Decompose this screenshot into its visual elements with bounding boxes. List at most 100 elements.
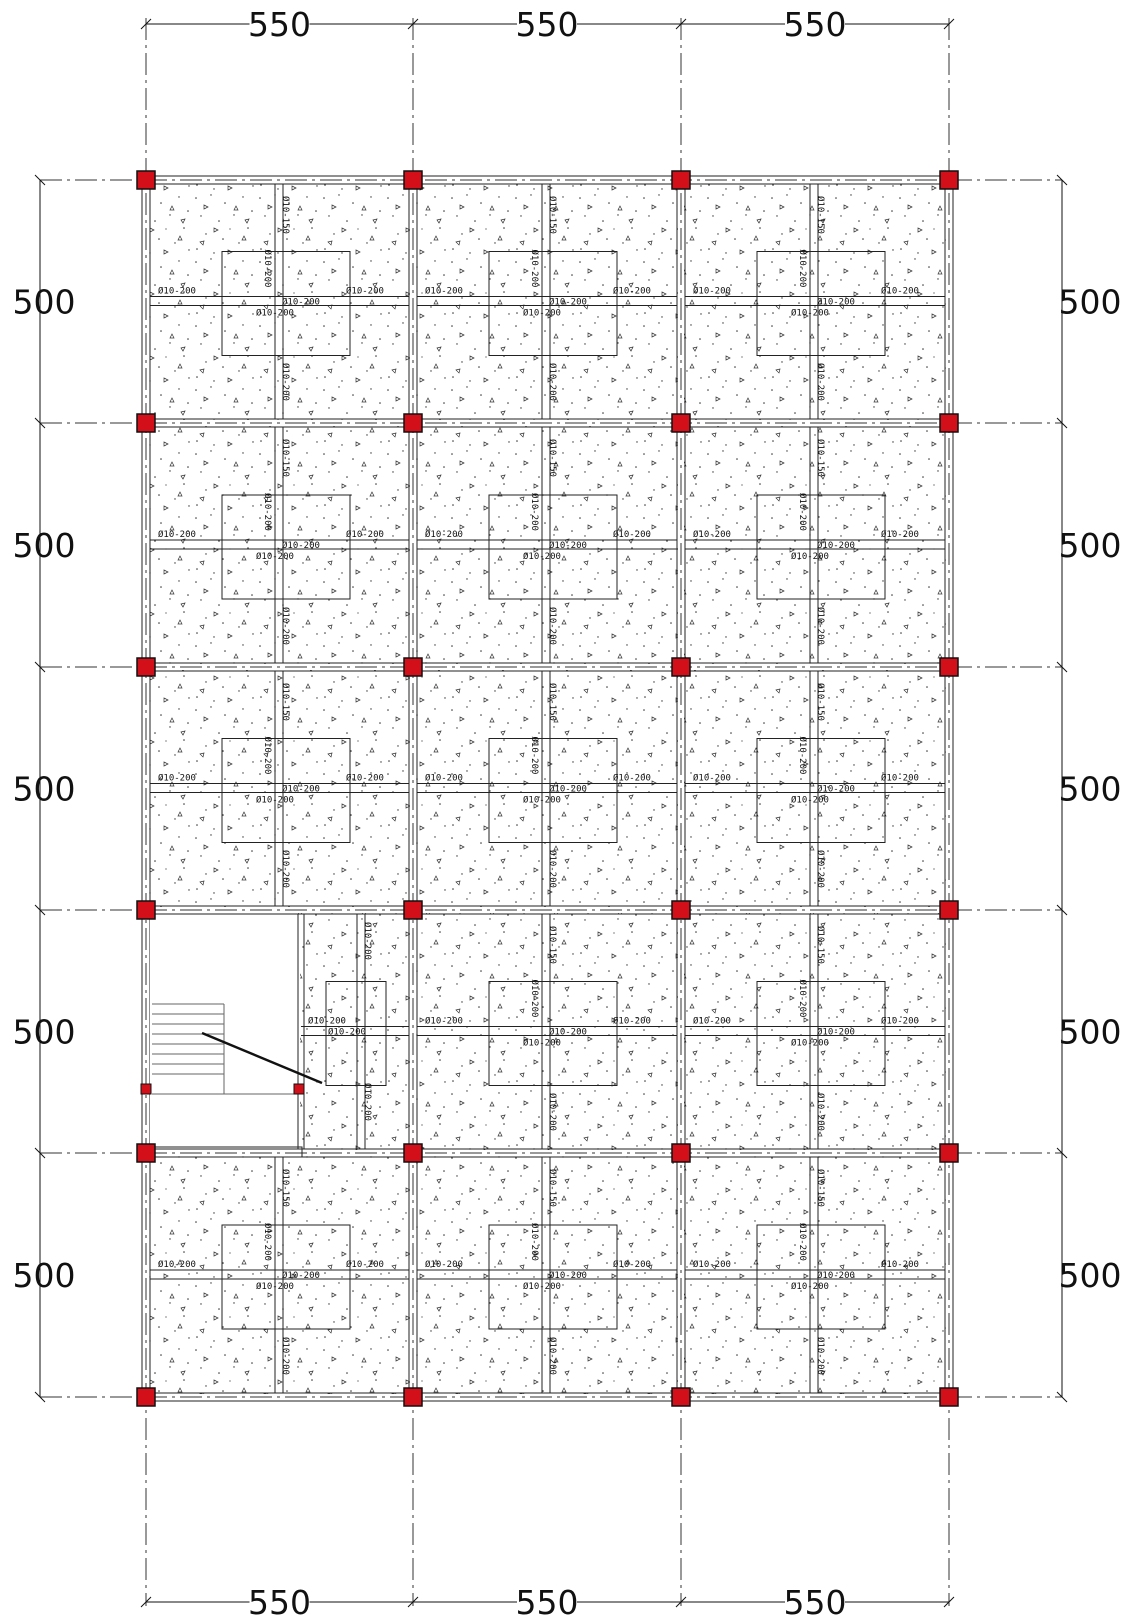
dimension-text: 550 bbox=[248, 5, 311, 44]
rebar-label: Ø10-200 bbox=[529, 980, 540, 1018]
rebar-label: Ø10-200 bbox=[547, 1093, 558, 1131]
stair-post bbox=[140, 1083, 152, 1095]
rebar-label: Ø10-200 bbox=[529, 493, 540, 531]
column bbox=[671, 900, 691, 920]
rebar-label: Ø10-150 bbox=[547, 439, 558, 477]
rebar-label: Ø10-200 bbox=[613, 1016, 651, 1027]
rebar-label: Ø10-200 bbox=[881, 1016, 919, 1027]
rebar-label: Ø10-150 bbox=[547, 196, 558, 234]
drop-panel bbox=[756, 494, 886, 600]
rebar-label: Ø10-200 bbox=[425, 1259, 463, 1270]
rebar-label: Ø10-200 bbox=[815, 607, 826, 645]
dimension-tick bbox=[675, 18, 687, 30]
rebar-label: Ø10-150 bbox=[815, 683, 826, 721]
dimension-text-mask bbox=[785, 1582, 845, 1612]
drop-panel bbox=[221, 251, 351, 356]
rebar-panel: Ø10-200Ø10-200Ø10-200Ø10-200Ø10-150Ø10-2… bbox=[417, 427, 677, 663]
column bbox=[671, 1143, 691, 1163]
dimension-text: 500 bbox=[13, 526, 76, 565]
rebar-label: Ø10-200 bbox=[362, 922, 373, 960]
rebar-label: Ø10-150 bbox=[547, 1169, 558, 1207]
rebar-label: Ø10-200 bbox=[613, 529, 651, 540]
rebar-label: Ø10-200 bbox=[280, 607, 291, 645]
dimension-tick bbox=[943, 1596, 955, 1608]
column bbox=[671, 413, 691, 433]
drop-panel bbox=[488, 251, 618, 356]
drop-panel bbox=[756, 738, 886, 843]
slab-panel bbox=[149, 183, 410, 420]
dimension-tick bbox=[34, 417, 46, 429]
dimension-text: 500 bbox=[13, 1013, 76, 1052]
rebar-label: Ø10-150 bbox=[815, 196, 826, 234]
dimension-text: 550 bbox=[248, 1583, 311, 1622]
rebar-label: Ø10-200 bbox=[280, 363, 291, 401]
rebar-label: Ø10-200 bbox=[346, 529, 384, 540]
rebar-label: Ø10-200 bbox=[613, 773, 651, 784]
dimension-text: 500 bbox=[1059, 283, 1122, 322]
rebar-panel: Ø10-200Ø10-200Ø10-200Ø10-200Ø10-150Ø10-2… bbox=[685, 914, 945, 1149]
rebar-label: Ø10-200 bbox=[549, 1027, 587, 1038]
rebar-panel: Ø10-200Ø10-200Ø10-200Ø10-200Ø10-150Ø10-2… bbox=[417, 671, 677, 906]
rebar-label: Ø10-200 bbox=[256, 1281, 294, 1292]
rebar-label: Ø10-200 bbox=[815, 850, 826, 888]
rebar-panel: Ø10-200Ø10-200Ø10-200Ø10-200Ø10-150Ø10-2… bbox=[150, 671, 409, 906]
rebar-label: Ø10-200 bbox=[693, 529, 731, 540]
column bbox=[939, 1143, 959, 1163]
rebar-label: Ø10-150 bbox=[815, 926, 826, 964]
rebar-label: Ø10-200 bbox=[256, 795, 294, 806]
dimension-tick bbox=[1056, 661, 1068, 673]
rebar-panel: Ø10-200Ø10-200Ø10-200Ø10-200Ø10-150Ø10-2… bbox=[685, 184, 945, 419]
dimension-text: 550 bbox=[516, 5, 579, 44]
rebar-label: Ø10-200 bbox=[308, 1016, 346, 1027]
drop-panel bbox=[756, 981, 886, 1086]
rebar-label: Ø10-200 bbox=[815, 1337, 826, 1375]
column bbox=[136, 413, 156, 433]
rebar-label: Ø10-200 bbox=[791, 308, 829, 319]
column bbox=[939, 1387, 959, 1407]
rebar-panel: Ø10-200Ø10-200Ø10-200Ø10-200Ø10-150Ø10-2… bbox=[417, 1157, 677, 1393]
dimension-text: 500 bbox=[1059, 770, 1122, 809]
dimension-text-mask bbox=[517, 4, 577, 34]
rebar-label: Ø10-200 bbox=[817, 540, 855, 551]
dimension-tick bbox=[34, 661, 46, 673]
rebar-label: Ø10-200 bbox=[256, 308, 294, 319]
drop-panel bbox=[488, 494, 618, 600]
rebar-panel: Ø10-200Ø10-200Ø10-200Ø10-200Ø10-150Ø10-2… bbox=[150, 184, 409, 419]
rebar-label: Ø10-200 bbox=[693, 1259, 731, 1270]
slab-panel bbox=[416, 426, 678, 664]
dimension-text: 500 bbox=[13, 1256, 76, 1295]
rebar-panel: Ø10-200Ø10-200Ø10-200Ø10-200Ø10-150Ø10-2… bbox=[417, 914, 677, 1149]
drop-panel bbox=[325, 981, 387, 1086]
dimension-tick bbox=[1056, 174, 1068, 186]
dimension-text-mask bbox=[517, 1582, 577, 1612]
columns bbox=[136, 170, 959, 1407]
rebar-panel: Ø10-200Ø10-200Ø10-200Ø10-200Ø10-150Ø10-2… bbox=[685, 427, 945, 663]
rebar-label: Ø10-200 bbox=[425, 529, 463, 540]
rebar-strips: Ø10-200Ø10-200Ø10-200Ø10-200Ø10-150Ø10-2… bbox=[150, 184, 945, 1393]
column bbox=[136, 657, 156, 677]
rebar-label: Ø10-150 bbox=[280, 1169, 291, 1207]
rebar-label: Ø10-150 bbox=[547, 683, 558, 721]
column bbox=[939, 170, 959, 190]
rebar-label: Ø10-200 bbox=[817, 1027, 855, 1038]
drop-panel bbox=[221, 738, 351, 843]
rebar-label: Ø10-200 bbox=[693, 773, 731, 784]
dimension-tick bbox=[407, 18, 419, 30]
dimension-text: 500 bbox=[1059, 1013, 1122, 1052]
dimension-text: 550 bbox=[784, 5, 847, 44]
rebar-label: Ø10-200 bbox=[158, 286, 196, 297]
dimension-tick bbox=[943, 18, 955, 30]
dimension-tick bbox=[34, 1391, 46, 1403]
rebar-label: Ø10-200 bbox=[613, 286, 651, 297]
slab-panel bbox=[416, 183, 678, 420]
rebar-label: Ø10-200 bbox=[346, 773, 384, 784]
column bbox=[671, 170, 691, 190]
slab-panel bbox=[416, 670, 678, 907]
rebar-label: Ø10-200 bbox=[817, 1270, 855, 1281]
rebar-label: Ø10-200 bbox=[549, 1270, 587, 1281]
rebar-label: Ø10-200 bbox=[262, 493, 273, 531]
drop-panel bbox=[756, 251, 886, 356]
rebar-label: Ø10-200 bbox=[791, 1281, 829, 1292]
